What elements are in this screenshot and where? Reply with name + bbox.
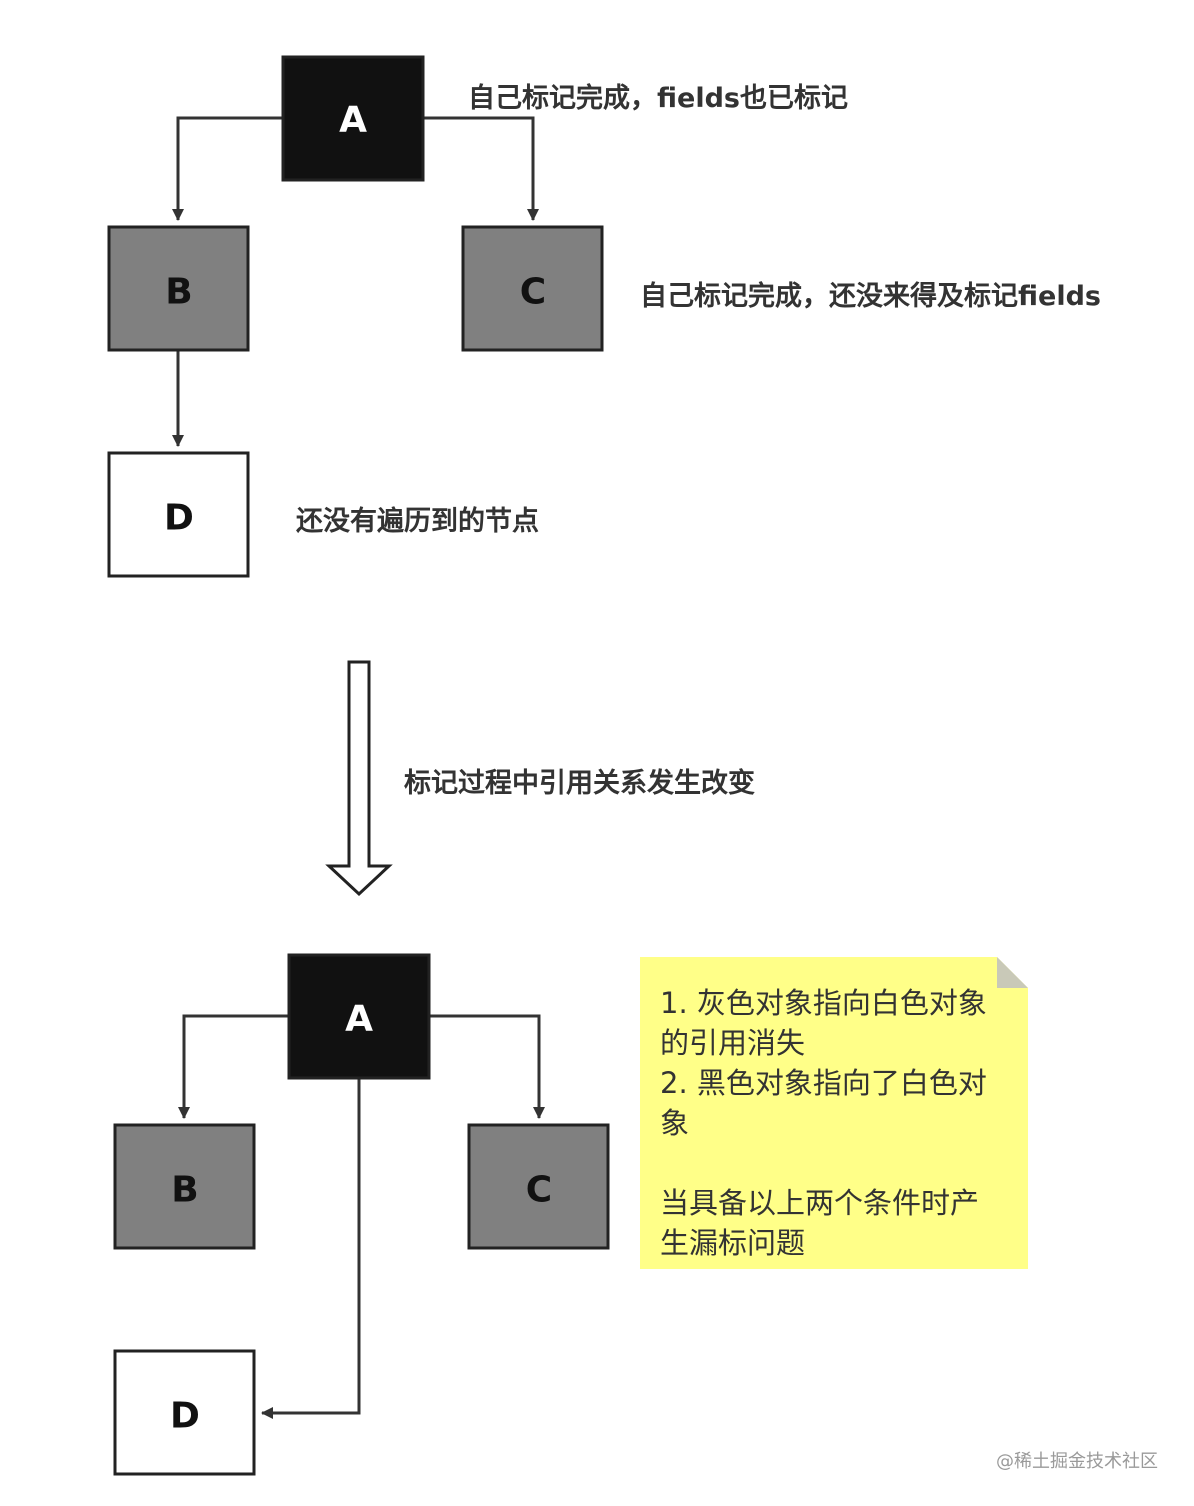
top-graph: A B C D <box>107 55 604 578</box>
bottom-node-b: B <box>113 1123 256 1250</box>
bottom-edge-a-to-d <box>261 1078 361 1419</box>
top-node-c: C <box>461 225 604 352</box>
annotation-node-a: 自己标记完成，fields也已标记 <box>468 83 848 114</box>
top-node-b-label: B <box>165 272 192 313</box>
top-node-d-label: D <box>164 498 194 539</box>
sticky-note-text: 1. 灰色对象指向白色对象的引用消失 2. 黑色对象指向了白色对象 当具备以上两… <box>660 986 987 1260</box>
transition-arrow <box>325 660 393 897</box>
top-node-a-label: A <box>339 100 367 141</box>
bottom-node-d: D <box>113 1349 256 1476</box>
top-node-c-label: C <box>520 272 546 313</box>
top-edge-a-to-b <box>172 116 283 221</box>
top-edge-a-to-c <box>423 116 539 221</box>
annotation-node-c: 自己标记完成，还没来得及标记fields <box>640 281 1101 312</box>
bottom-node-c-label: C <box>526 1170 552 1211</box>
bottom-node-d-label: D <box>170 1396 200 1437</box>
sticky-note <box>640 957 1028 1269</box>
bottom-node-c: C <box>467 1123 610 1250</box>
bottom-edge-a-to-b <box>178 1014 289 1119</box>
bottom-node-a-label: A <box>345 999 373 1040</box>
top-node-d: D <box>107 451 250 578</box>
bottom-graph: A B C D <box>113 953 610 1476</box>
bottom-edge-a-to-c <box>429 1014 545 1119</box>
watermark: @稀土掘金技术社区 <box>996 1451 1158 1472</box>
transition-label: 标记过程中引用关系发生改变 <box>404 768 755 799</box>
top-node-b: B <box>107 225 250 352</box>
top-node-a: A <box>281 55 425 182</box>
annotation-node-d: 还没有遍历到的节点 <box>296 506 539 537</box>
bottom-node-b-label: B <box>171 1170 198 1211</box>
bottom-node-a: A <box>287 953 431 1080</box>
